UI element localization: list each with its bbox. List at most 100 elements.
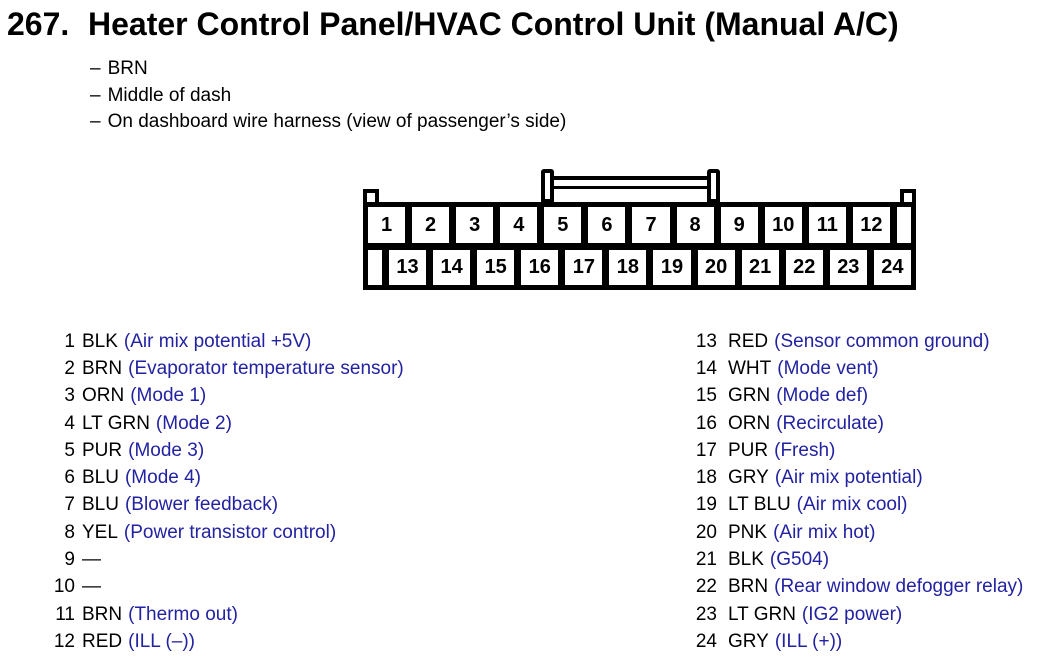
pin-number: 14: [695, 357, 717, 379]
pin-number: 20: [695, 521, 717, 543]
wire-color: ORN: [82, 385, 125, 407]
section-number: 267.: [7, 6, 70, 42]
connector-pin-cell: 1: [368, 207, 406, 243]
connector-pin-cell: 10: [764, 207, 802, 243]
pin-number: 24: [695, 630, 717, 652]
pin-row: 24 GRY(ILL (+)): [684, 628, 1023, 655]
wire-color: LT GRN: [82, 412, 150, 434]
connector-pin-cell: 4: [500, 207, 538, 243]
connector-pin-cell: 9: [720, 207, 758, 243]
wire-color: BRN: [82, 603, 123, 625]
pin-number: 11: [55, 603, 75, 625]
signal-description: (IG2 power): [801, 603, 903, 625]
wire-color: LT BLU: [728, 494, 791, 516]
signal-description: (Rear window defogger relay): [774, 576, 1024, 598]
signal-description: (ILL (+)): [774, 630, 843, 652]
pin-number: 18: [695, 467, 717, 489]
connector-pin-cell: 20: [697, 249, 735, 285]
signal-description: (Sensor common ground): [774, 330, 990, 352]
connector-tab-right: [900, 189, 916, 203]
pin-number: 19: [695, 494, 717, 516]
connector-lock-post-left: [541, 169, 554, 203]
connector-pin-cell: 2: [412, 207, 450, 243]
signal-description: (Mode 2): [155, 412, 232, 434]
note-item: –BRN: [90, 56, 566, 83]
pin-number: 4: [64, 412, 75, 434]
signal-description: (Air mix cool): [796, 494, 908, 516]
connector-pin-cell: 7: [632, 207, 670, 243]
connector-pin-cell: 19: [653, 249, 691, 285]
note-text: BRN: [107, 58, 148, 79]
connector-pin-cell: 8: [676, 207, 714, 243]
wire-color: GRY: [728, 630, 769, 652]
pin-number: 22: [695, 576, 717, 598]
pin-number: 8: [64, 521, 75, 543]
connector-pin-cell: 6: [588, 207, 626, 243]
connector-pin-cell: 14: [433, 249, 471, 285]
connector-pin-cell: 3: [456, 207, 494, 243]
wire-color: LT GRN: [728, 603, 796, 625]
wire-color: —: [82, 549, 101, 571]
connector-pin-cell: 11: [808, 207, 846, 243]
pin-row: 19 LT BLU(Air mix cool): [684, 492, 1023, 519]
pin-row: 21 BLK(G504): [684, 546, 1023, 573]
pin-number: 21: [695, 549, 717, 571]
signal-description: (Power transistor control): [123, 521, 337, 543]
pin-number: 13: [695, 330, 717, 352]
connector-lock-bar: [548, 176, 714, 189]
wire-color: BLU: [82, 494, 119, 516]
wire-color: —: [82, 576, 101, 598]
wire-color: PNK: [728, 521, 768, 543]
signal-description: (Mode 3): [128, 439, 205, 461]
wire-color: PUR: [728, 439, 769, 461]
connector-pin-cell: 12: [852, 207, 890, 243]
page-title: 267.Heater Control Panel/HVAC Control Un…: [7, 6, 899, 43]
connector-pin-cell: 22: [785, 249, 823, 285]
pin-number: 6: [64, 467, 75, 489]
signal-description: (Mode 4): [124, 467, 201, 489]
connector-tab-left: [363, 189, 379, 203]
pin-number: 1: [64, 330, 75, 352]
signal-description: (Air mix potential): [774, 467, 923, 489]
connector-pin-cell: 16: [521, 249, 559, 285]
connector-pin-cell: 23: [829, 249, 867, 285]
pin-number: 7: [64, 494, 75, 516]
connector-pin-cell: 13: [389, 249, 427, 285]
wire-color: BLK: [728, 549, 764, 571]
signal-description: (Thermo out): [128, 603, 238, 625]
pin-row: 11 BRN(Thermo out): [53, 601, 404, 628]
note-dash: –: [90, 84, 101, 106]
pin-row: 18 GRY(Air mix potential): [684, 464, 1023, 491]
pin-row: 10—: [53, 574, 404, 601]
pin-number: 12: [53, 630, 75, 652]
wire-color: PUR: [82, 439, 123, 461]
wire-color: BLK: [82, 330, 118, 352]
signal-description: (G504): [769, 549, 830, 571]
pin-row: 4 LT GRN(Mode 2): [53, 410, 404, 437]
pin-row: 9—: [53, 546, 404, 573]
wire-color: BLU: [82, 467, 119, 489]
pin-row: 6 BLU(Mode 4): [53, 464, 404, 491]
signal-description: (Recirculate): [776, 412, 884, 434]
wire-color: GRY: [728, 467, 769, 489]
signal-description: (Air mix potential +5V): [123, 330, 312, 352]
wire-color: ORN: [728, 412, 771, 434]
